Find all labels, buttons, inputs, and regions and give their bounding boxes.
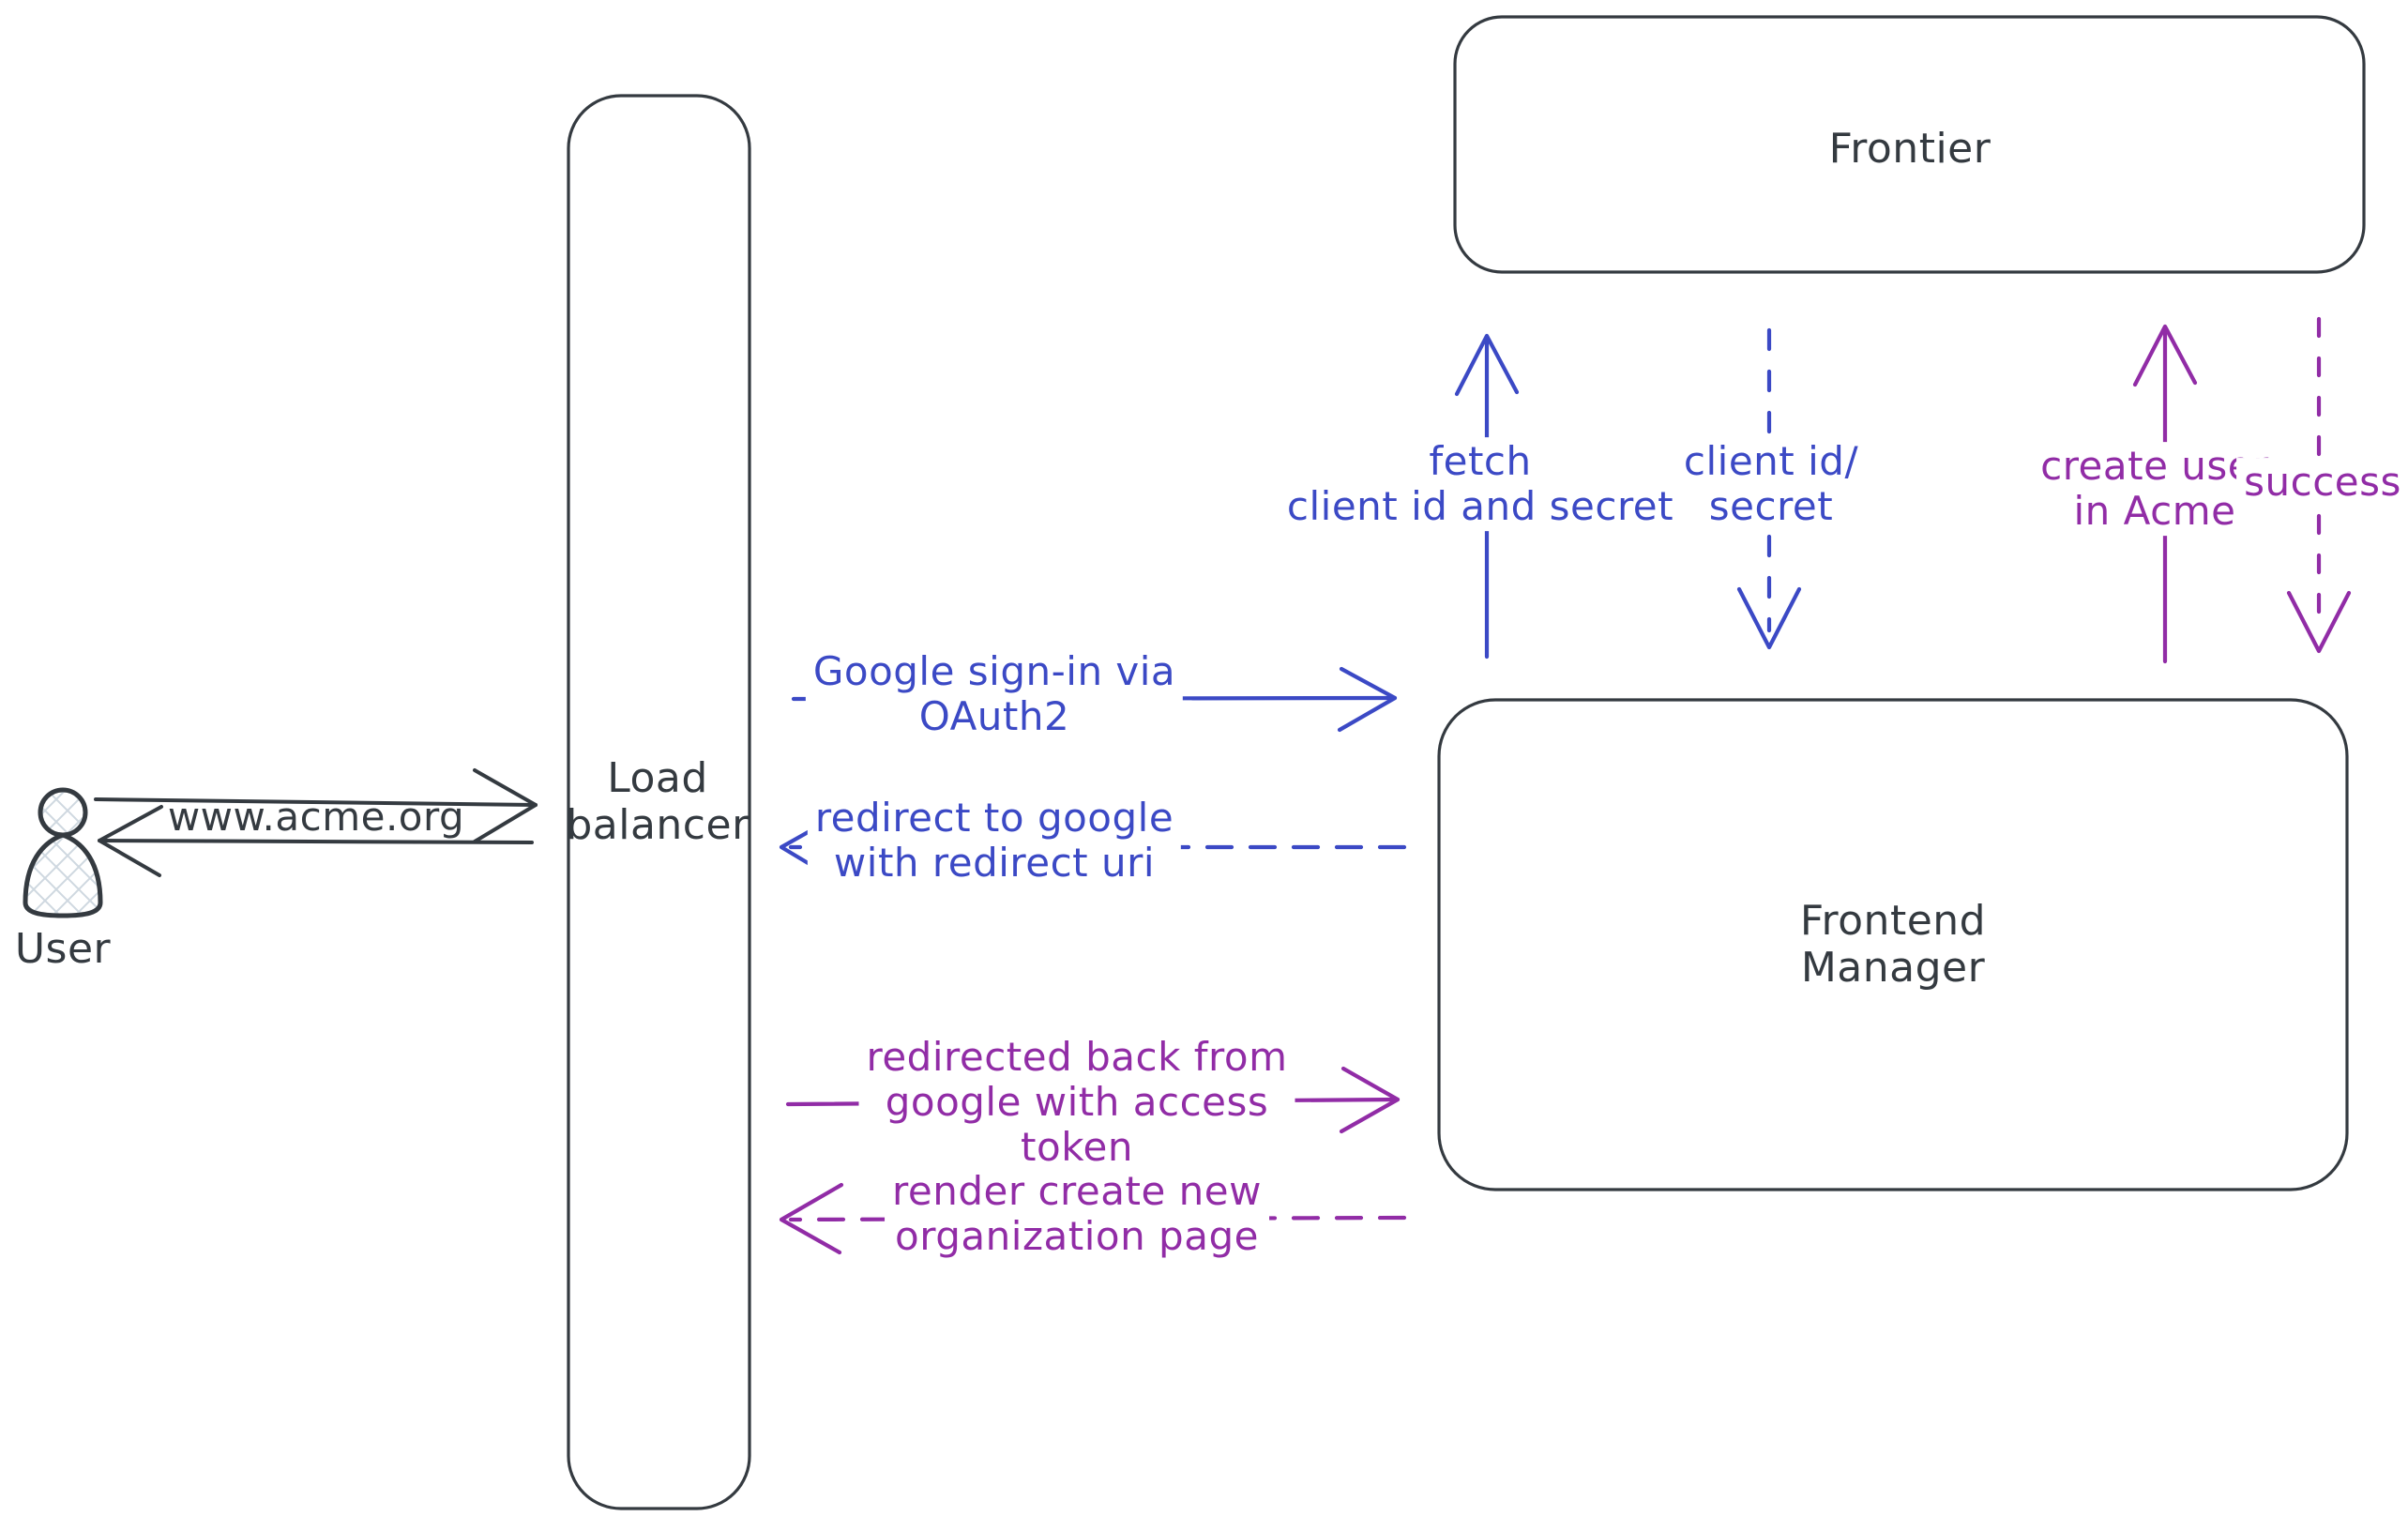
frontend-manager-box (1437, 698, 2349, 1191)
arrow-redirected-back-head (1339, 1066, 1401, 1134)
arrow-client-id-secret-head (1736, 586, 1802, 650)
arrow-create-user-head (2132, 324, 2198, 387)
arrow-fetch-client-secret-head (1454, 333, 1520, 397)
user-icon-body (23, 832, 103, 918)
arrow-reply-to-user-head (98, 805, 163, 877)
frontier-box (1453, 15, 2366, 274)
arrow-redirected-back (785, 1097, 1401, 1107)
arrow-reply-to-user (98, 839, 534, 844)
arrow-www-acme-head (473, 768, 538, 843)
arrow-www-acme (94, 797, 538, 807)
load-balancer-box (567, 94, 751, 1510)
user-icon (23, 787, 103, 918)
arrow-render-org-page-head (779, 1182, 844, 1255)
user-icon-head (38, 787, 88, 838)
arrow-google-signin (791, 695, 1398, 702)
arrow-google-signin-head (1337, 666, 1398, 733)
arrow-success-head (2286, 590, 2352, 654)
arrow-render-org-page (788, 1215, 1407, 1222)
